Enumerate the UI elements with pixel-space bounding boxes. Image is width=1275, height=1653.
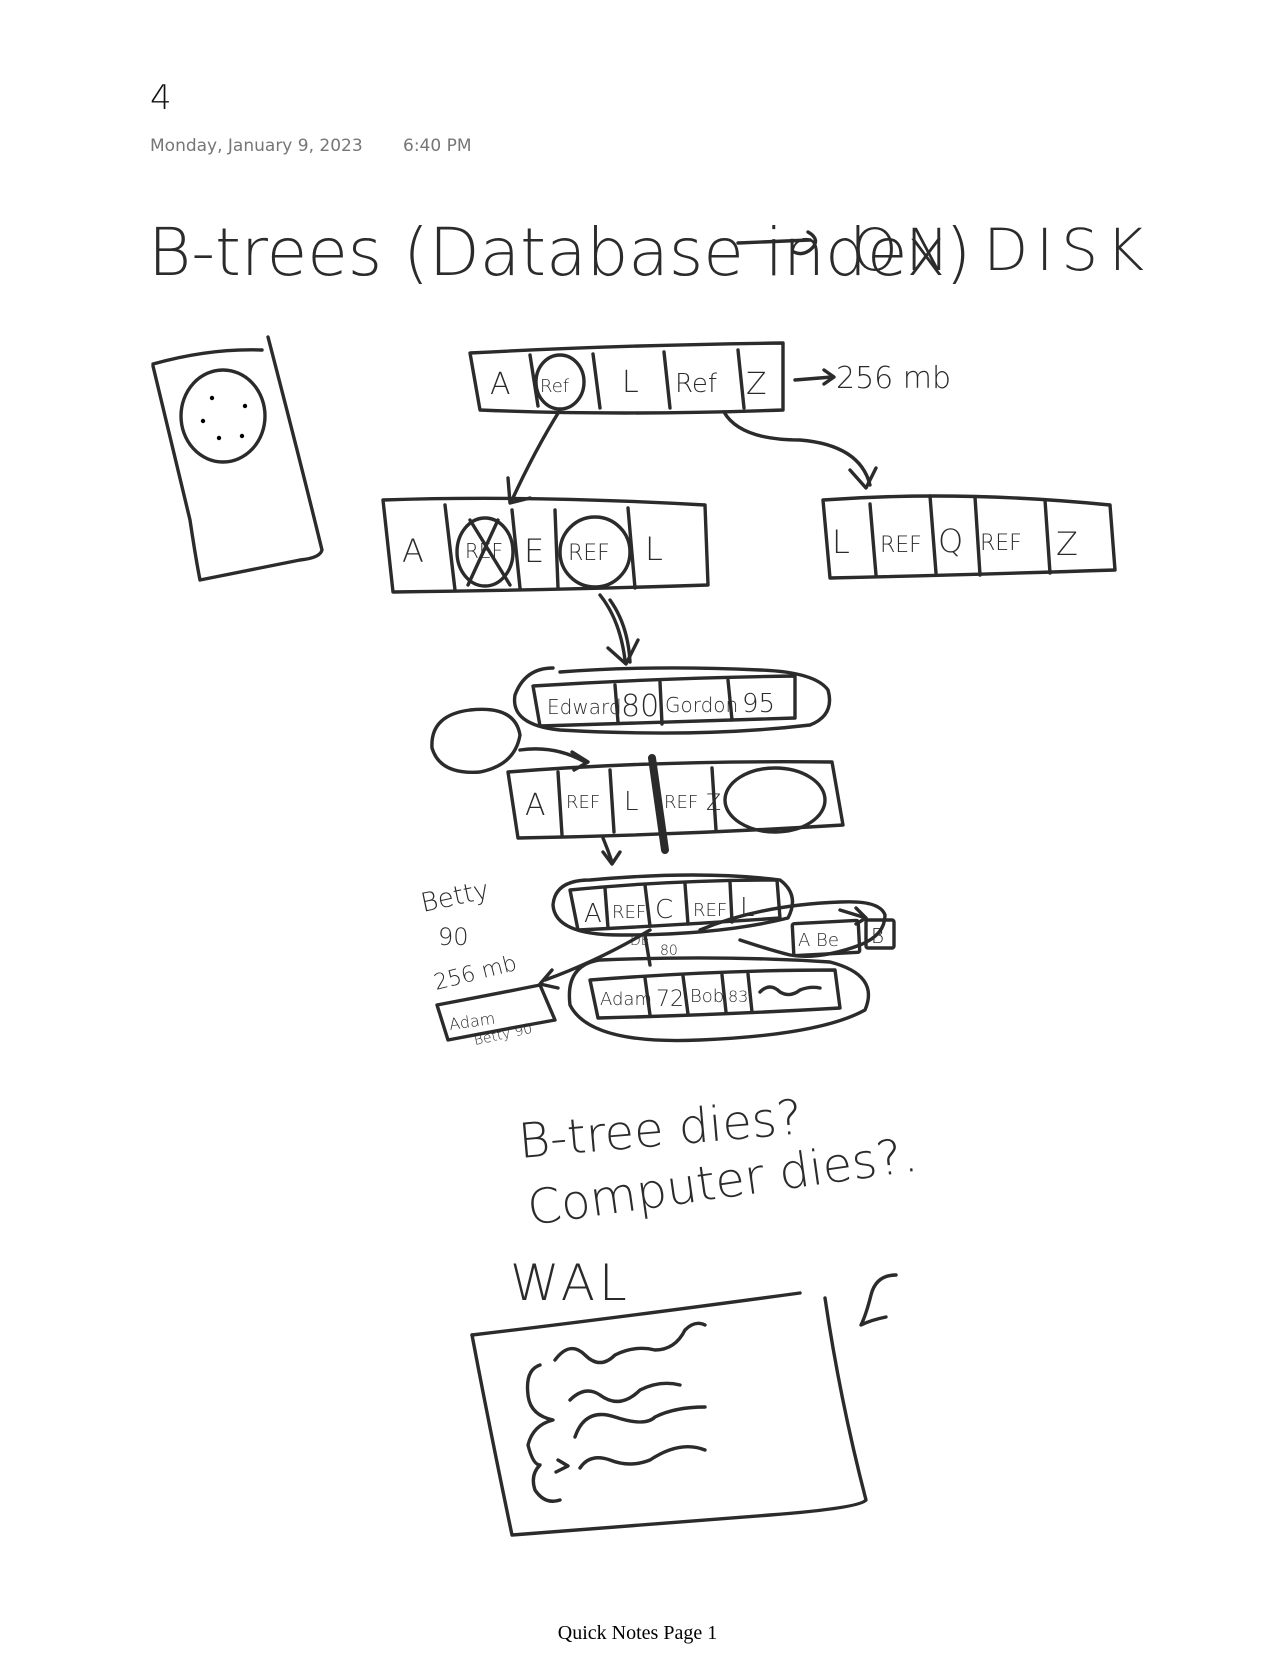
- svg-text:256 mb: 256 mb: [431, 951, 519, 996]
- svg-text:L: L: [624, 787, 639, 817]
- svg-text:REF: REF: [980, 531, 1022, 556]
- page-time: 6:40 PM: [403, 136, 472, 156]
- svg-text:REF: REF: [465, 539, 503, 563]
- arrow-icon: [543, 928, 652, 982]
- svg-text:Gordon: Gordon: [665, 693, 738, 717]
- wal-label: WAL: [510, 1254, 631, 1312]
- svg-text:B: B: [871, 924, 884, 948]
- svg-text:L: L: [740, 893, 755, 923]
- svg-text:Z: Z: [1056, 525, 1078, 563]
- btree-root-node: A Ref L Ref Z 256 mb: [468, 341, 951, 415]
- svg-text:Adam: Adam: [600, 989, 652, 1010]
- svg-text:REF: REF: [693, 900, 727, 921]
- questions: B-tree dies? Computer dies?.: [516, 1089, 921, 1237]
- svg-text:Z: Z: [706, 791, 721, 816]
- heading-left: B-trees (Database index): [148, 214, 971, 291]
- split-nodes: A Be B: [698, 900, 896, 958]
- btree-lower-node: A REF C REF L DE 80: [551, 873, 795, 959]
- svg-text:Ref: Ref: [675, 369, 718, 399]
- arrow-icon: [722, 410, 872, 487]
- svg-text:REF: REF: [664, 792, 698, 813]
- svg-text:A: A: [402, 532, 424, 570]
- svg-text:A Be: A Be: [798, 930, 839, 951]
- btree-right-child: L REF Q REF Z: [821, 494, 1117, 580]
- svg-text:80: 80: [660, 943, 678, 959]
- replay-arrow-icon: [525, 1363, 562, 1503]
- arrow-icon: [601, 836, 614, 864]
- svg-text:Edward: Edward: [547, 695, 622, 719]
- svg-text:72: 72: [656, 987, 684, 1012]
- svg-text:L: L: [832, 523, 850, 561]
- svg-text:A: A: [490, 367, 511, 402]
- svg-text:Q: Q: [938, 522, 963, 560]
- svg-text:Betty: Betty: [418, 875, 492, 919]
- svg-text:Bob: Bob: [690, 986, 724, 1007]
- page-title: 4: [150, 78, 172, 118]
- arrow-icon: [510, 408, 562, 502]
- page-footer: Quick Notes Page 1: [557, 1622, 718, 1644]
- svg-text:REF: REF: [880, 533, 922, 558]
- heading-right: ON DISK: [852, 216, 1152, 284]
- svg-text:90: 90: [438, 923, 469, 951]
- svg-text:80: 80: [621, 689, 659, 724]
- arrow-icon: [518, 747, 587, 764]
- side-box: Adam Betty 90: [435, 983, 557, 1049]
- arrow-icon: [859, 1273, 898, 1327]
- svg-text:A: A: [525, 788, 546, 823]
- block-size-note: 256 mb: [836, 361, 951, 396]
- svg-text:L: L: [645, 530, 663, 568]
- disk-drawing-icon: [151, 335, 324, 582]
- svg-text:A: A: [584, 899, 602, 929]
- heading-arrowhead-icon: [792, 230, 818, 256]
- svg-text:Z: Z: [746, 367, 767, 402]
- heading-arrow-icon: [736, 238, 812, 245]
- page-date: Monday, January 9, 2023: [150, 136, 363, 156]
- blob-shape: [430, 707, 522, 774]
- svg-text:Ref: Ref: [540, 376, 570, 397]
- heading: B-trees (Database index) ON DISK: [148, 214, 1152, 291]
- leaf-node-bottom: Adam 72 Bob 83: [567, 956, 871, 1043]
- wal-box: [470, 1273, 898, 1537]
- btree-middle-node: A REF L REF Z: [506, 754, 845, 854]
- svg-text:E: E: [524, 532, 544, 570]
- btree-left-child: A REF E REF L: [381, 496, 710, 594]
- svg-text:C: C: [655, 895, 673, 925]
- svg-text:L: L: [622, 365, 639, 400]
- side-note: Betty 90 256 mb: [418, 875, 519, 996]
- svg-text:95: 95: [742, 689, 775, 719]
- svg-text:REF: REF: [568, 541, 610, 566]
- leaf-node-top: Edward 80 Gordon 95: [512, 666, 832, 735]
- svg-text:83: 83: [728, 987, 748, 1006]
- svg-text:REF: REF: [566, 792, 600, 813]
- svg-text:REF: REF: [612, 902, 646, 923]
